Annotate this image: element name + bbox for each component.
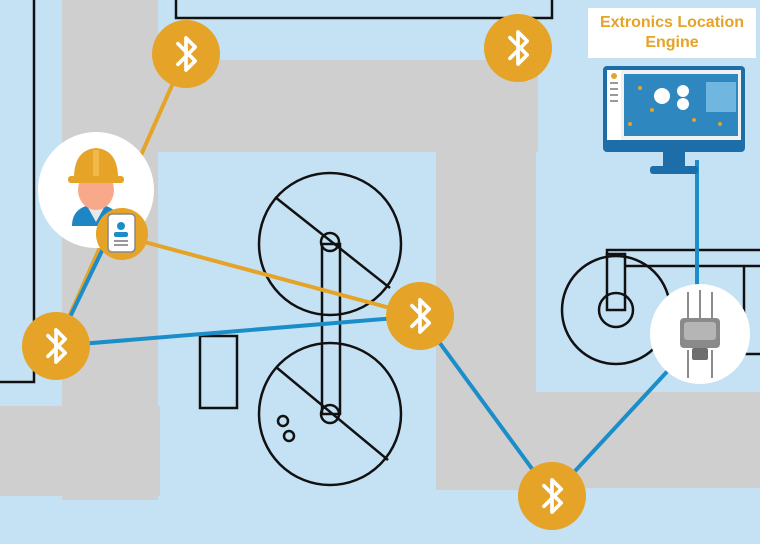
label-line-2: Engine [645,34,699,51]
label-line-1: Extronics Location [599,14,745,31]
beacon-top-left [152,20,220,88]
beacon-bottom [518,462,586,530]
beacon-top-middle [484,14,552,82]
id-badge-tag-icon [96,208,148,260]
beacon-left [22,312,90,380]
computer-monitor-icon [603,66,745,174]
location-engine-label: Extronics Location Engine [588,8,756,58]
beacon-center [386,282,454,350]
gateway-reader-icon [650,284,750,384]
